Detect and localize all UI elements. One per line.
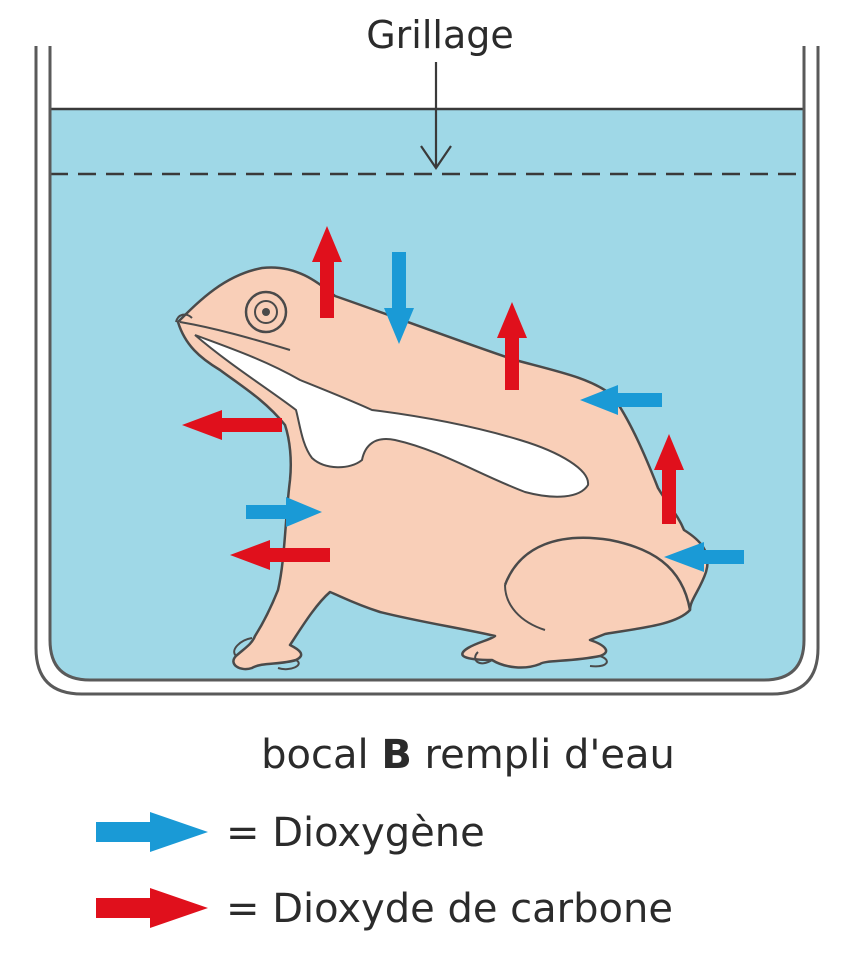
o2-arrow-back-left	[580, 385, 662, 415]
legend: = Dioxygène = Dioxyde de carbone	[96, 810, 673, 932]
jar-caption-prefix: bocal	[261, 732, 381, 778]
jar-wall-inner	[48, 46, 806, 682]
frog-front-toes	[233, 637, 300, 671]
frog	[175, 266, 709, 671]
frog-back-toes	[474, 651, 608, 668]
co2-arrow-chest-left	[230, 540, 330, 570]
legend-dioxygen-label: = Dioxygène	[226, 810, 485, 856]
co2-arrow-head-up	[312, 226, 342, 318]
jar-caption-suffix: rempli d'eau	[412, 732, 675, 778]
jar-caption-letter: B	[381, 732, 412, 778]
frog-hind-leg	[503, 536, 692, 611]
co2-arrow-throat-left	[182, 410, 282, 440]
legend-co2-arrow	[96, 888, 208, 928]
jar-wall-outer	[34, 46, 820, 696]
o2-arrow-chest-right	[246, 497, 322, 527]
co2-arrow-back-up	[497, 302, 527, 390]
gas-exchange-arrows	[182, 226, 744, 572]
grillage-pointer-arrow	[420, 62, 452, 170]
legend-co2-label: = Dioxyde de carbone	[226, 886, 673, 932]
frog-snout	[175, 313, 193, 323]
frog-mouth-line	[179, 321, 291, 351]
o2-arrow-leg-left	[664, 542, 744, 572]
legend-dioxygen-arrow	[96, 812, 208, 852]
jar-caption: bocal B rempli d'eau	[261, 732, 675, 778]
co2-arrow-rear-up	[654, 434, 684, 524]
o2-arrow-head-down	[384, 252, 414, 344]
frog-body	[176, 266, 709, 671]
frog-hind-leg-inner	[504, 584, 546, 631]
frog-eye	[244, 290, 288, 334]
grillage-label: Grillage	[366, 13, 514, 57]
frog-belly	[194, 334, 590, 498]
